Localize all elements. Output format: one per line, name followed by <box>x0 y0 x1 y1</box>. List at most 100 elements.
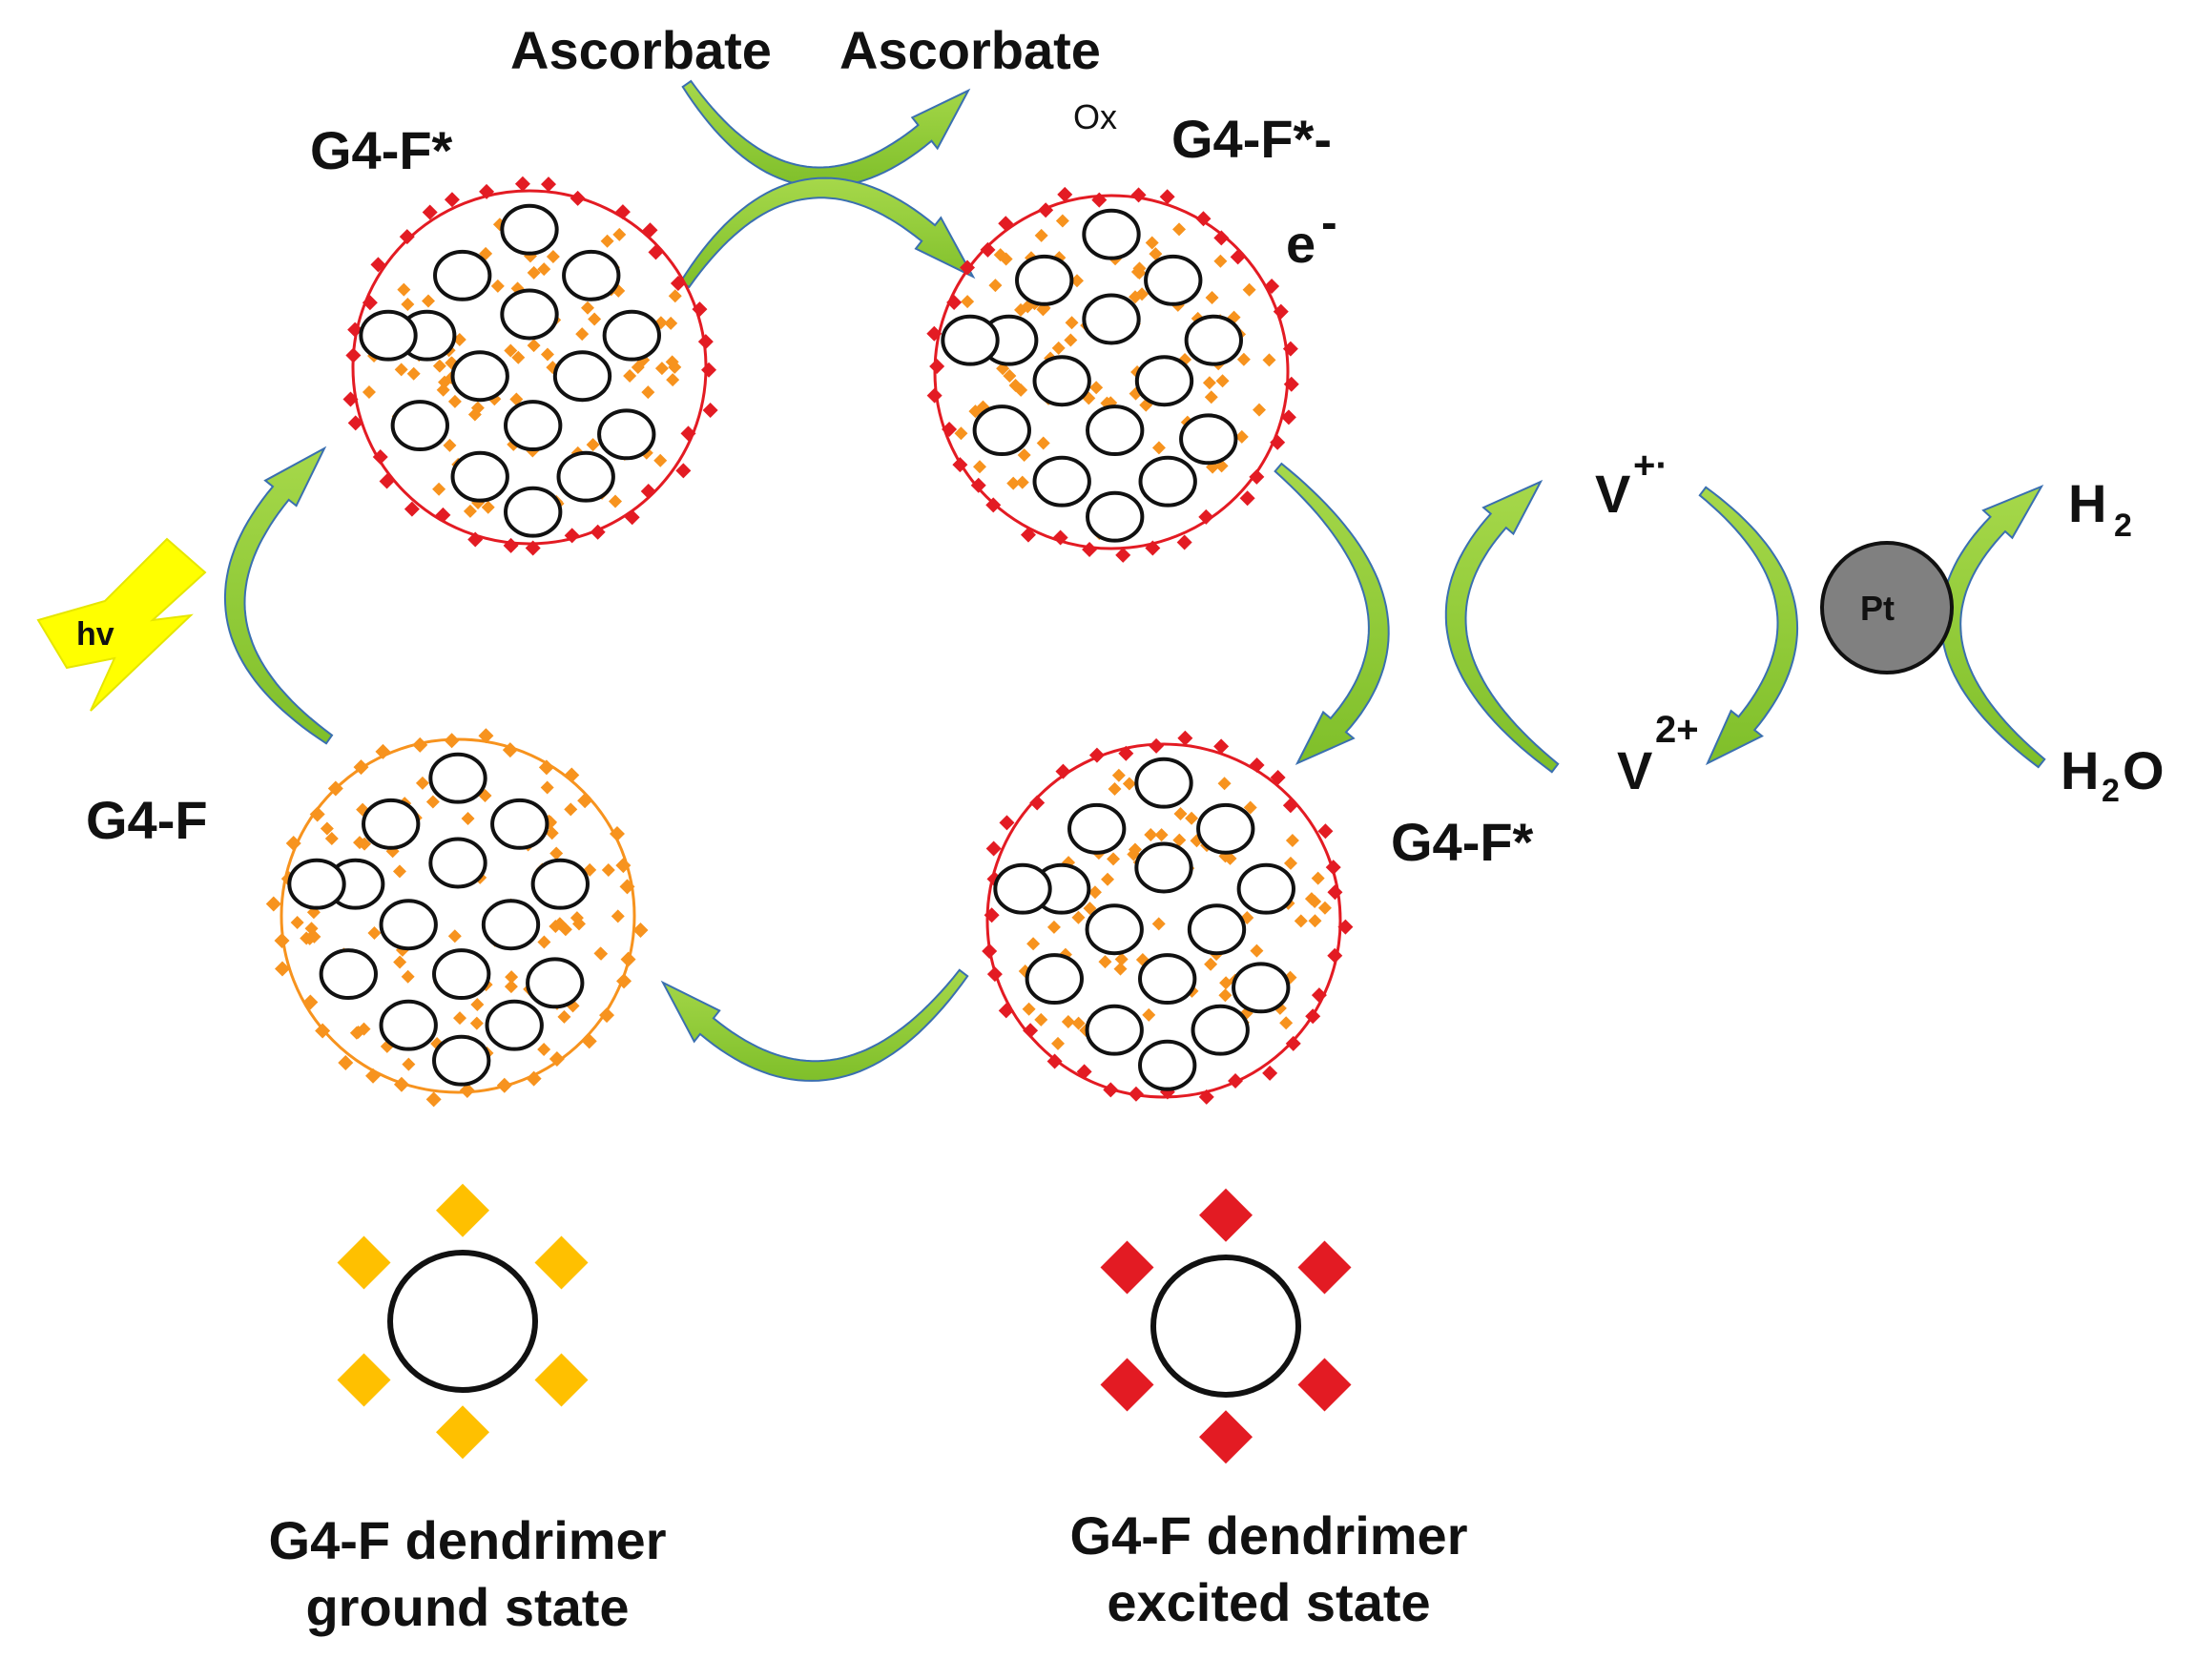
dendrimer-core <box>504 400 563 452</box>
outer-diamond <box>697 334 714 350</box>
dendrimer-core <box>450 350 509 403</box>
outer-diamond <box>926 387 943 404</box>
inner-diamond <box>1083 902 1097 916</box>
legend-ground-state-icon <box>337 1183 589 1460</box>
outer-diamond <box>399 229 415 245</box>
outer-diamond <box>1262 1065 1278 1081</box>
outer-diamond <box>526 1070 542 1087</box>
inner-diamond <box>611 909 625 923</box>
ox-label: Ox <box>1073 97 1118 136</box>
cycle-arrows <box>223 79 2046 1082</box>
outer-diamond <box>648 244 664 260</box>
inner-diamond <box>511 350 526 364</box>
inner-diamond <box>1185 811 1199 825</box>
inner-diamond <box>1172 833 1187 847</box>
dendrimer-core <box>1187 903 1247 956</box>
inner-diamond <box>1098 955 1112 969</box>
dendrimer-core <box>428 837 487 889</box>
dendrimer-core <box>1144 254 1203 306</box>
inner-diamond <box>571 917 586 931</box>
inner-diamond <box>1283 856 1297 870</box>
ascorbate-in-arrow <box>681 79 971 189</box>
inner-diamond <box>1088 885 1102 900</box>
inner-diamond <box>1107 852 1121 866</box>
inner-diamond <box>1317 901 1332 915</box>
outer-diamond <box>274 961 290 977</box>
outer-diamond <box>564 528 580 544</box>
outer-diamond <box>1198 1089 1214 1105</box>
dendrimer-core <box>450 450 509 503</box>
viologen-radical-label: V <box>1595 464 1631 524</box>
inner-diamond <box>432 482 446 496</box>
outer-diamond <box>444 192 460 208</box>
outer-diamond <box>620 951 636 967</box>
outer-diamond <box>1264 279 1280 295</box>
outer-diamond <box>1195 211 1212 227</box>
outer-diamond <box>496 1077 512 1093</box>
inner-diamond <box>654 362 669 376</box>
outer-diamond <box>980 241 996 258</box>
inner-diamond <box>1218 988 1233 1003</box>
outer-diamond <box>1228 1073 1244 1089</box>
inner-diamond <box>1051 1036 1066 1050</box>
outer-diamond <box>1283 376 1299 392</box>
legend-diamond <box>337 1353 391 1407</box>
inner-diamond <box>461 812 475 826</box>
inner-diamond <box>1279 1016 1294 1030</box>
inner-diamond <box>392 864 406 879</box>
inner-diamond <box>1172 222 1187 237</box>
dendrimer-core <box>1134 757 1193 809</box>
platinum-catalyst-icon <box>1820 541 1954 674</box>
inner-diamond <box>304 922 319 936</box>
legend-diamond <box>1199 1188 1253 1242</box>
dendrimer-core <box>432 948 491 1001</box>
dendrimer-core <box>526 957 585 1009</box>
inner-diamond <box>1015 475 1029 489</box>
legend-diamond <box>1297 1358 1352 1412</box>
outer-diamond <box>692 301 708 318</box>
dendrimer-particle-excited-top-right <box>926 186 1299 563</box>
inner-diamond <box>1036 302 1050 317</box>
relaxation-arrow <box>660 968 969 1082</box>
inner-diamond <box>422 294 436 308</box>
particle-outline <box>933 194 1290 550</box>
inner-diamond <box>362 385 376 400</box>
outer-diamond <box>1327 947 1343 964</box>
inner-diamond <box>302 931 317 945</box>
inner-diamond <box>601 862 615 877</box>
dendrimer-particle-excited-top-left <box>342 176 718 556</box>
outer-diamond <box>540 176 556 193</box>
outer-diamond <box>1038 202 1054 218</box>
excitation-arrow <box>223 446 334 745</box>
outer-diamond <box>1115 547 1131 563</box>
inner-diamond <box>1061 1015 1075 1029</box>
inner-diamond <box>436 383 450 397</box>
inner-diamond <box>447 929 462 944</box>
legend-diamond <box>436 1405 489 1460</box>
outer-diamond <box>1213 738 1230 755</box>
inner-diamond <box>1311 871 1325 885</box>
inner-diamond <box>564 802 578 817</box>
ascorbate-ox-label: Ascorbate <box>839 20 1101 80</box>
outer-diamond <box>942 421 958 437</box>
inner-diamond <box>641 385 655 400</box>
inner-diamond <box>1071 910 1086 924</box>
outer-diamond <box>680 425 696 442</box>
outer-diamond <box>338 1055 354 1071</box>
outer-diamond <box>1082 541 1098 557</box>
inner-diamond <box>470 998 485 1012</box>
outer-diamond <box>616 973 632 989</box>
inner-diamond <box>1128 842 1142 857</box>
dendrimer-core <box>485 999 544 1051</box>
dendrimer-core <box>1236 862 1295 915</box>
inner-diamond <box>988 279 1003 293</box>
water-subscript: 2 <box>2102 773 2120 809</box>
outer-diamond <box>435 507 451 523</box>
inner-diamond <box>1304 892 1318 906</box>
inner-diamond <box>470 401 485 415</box>
legend-diamond <box>534 1235 589 1290</box>
g4f-excited-right-label: G4-F* <box>1391 812 1534 872</box>
inner-diamond <box>1065 316 1079 330</box>
hydrogen-label: H <box>2068 473 2107 533</box>
outer-diamond <box>1213 230 1230 246</box>
